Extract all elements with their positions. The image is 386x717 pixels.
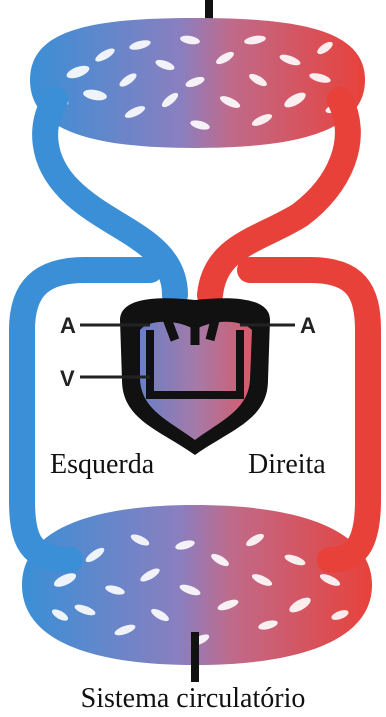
atrium-left-label: A	[60, 313, 76, 338]
diagram-caption: Sistema circulatório	[81, 683, 306, 714]
bottom-pointer-line	[191, 632, 199, 682]
atrium-right-label: A	[300, 313, 316, 338]
side-right-label: Direita	[248, 449, 326, 480]
ventricle-left-label: V	[60, 366, 75, 391]
side-left-label: Esquerda	[50, 449, 155, 480]
lung-capillary-bed	[30, 18, 365, 148]
